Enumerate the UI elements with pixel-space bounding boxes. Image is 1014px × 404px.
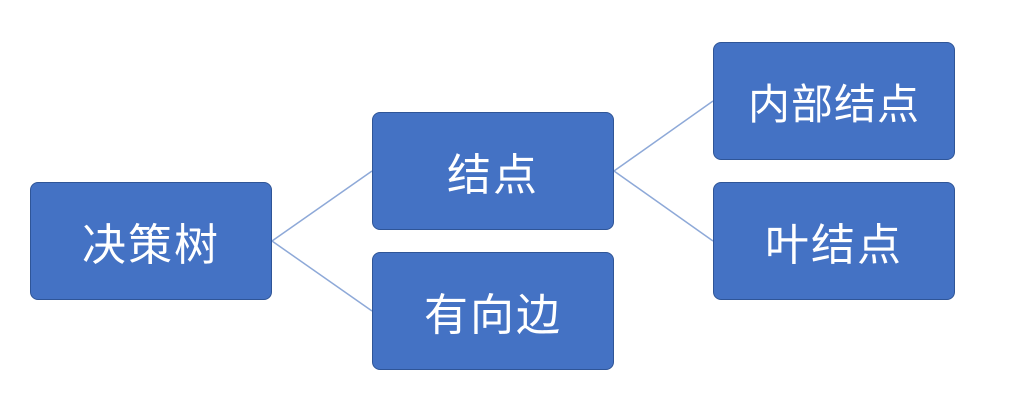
node-internal-nodes: 内部结点 <box>713 42 955 160</box>
connector-node-to-inner <box>613 100 714 172</box>
node-decision-tree: 决策树 <box>30 182 272 300</box>
node-directed-edges-label: 有向边 <box>424 290 562 341</box>
node-leaf-nodes: 叶结点 <box>713 182 955 300</box>
connector-root-to-node <box>271 170 373 242</box>
node-internal-nodes-label: 内部结点 <box>747 79 920 129</box>
node-nodes-label: 结点 <box>447 150 539 201</box>
node-leaf-nodes-label: 叶结点 <box>765 220 903 271</box>
connector-node-to-leaf <box>613 170 714 242</box>
node-decision-tree-label: 决策树 <box>82 220 220 271</box>
node-directed-edges: 有向边 <box>372 252 614 370</box>
connector-root-to-edge <box>271 240 373 312</box>
node-nodes: 结点 <box>372 112 614 230</box>
